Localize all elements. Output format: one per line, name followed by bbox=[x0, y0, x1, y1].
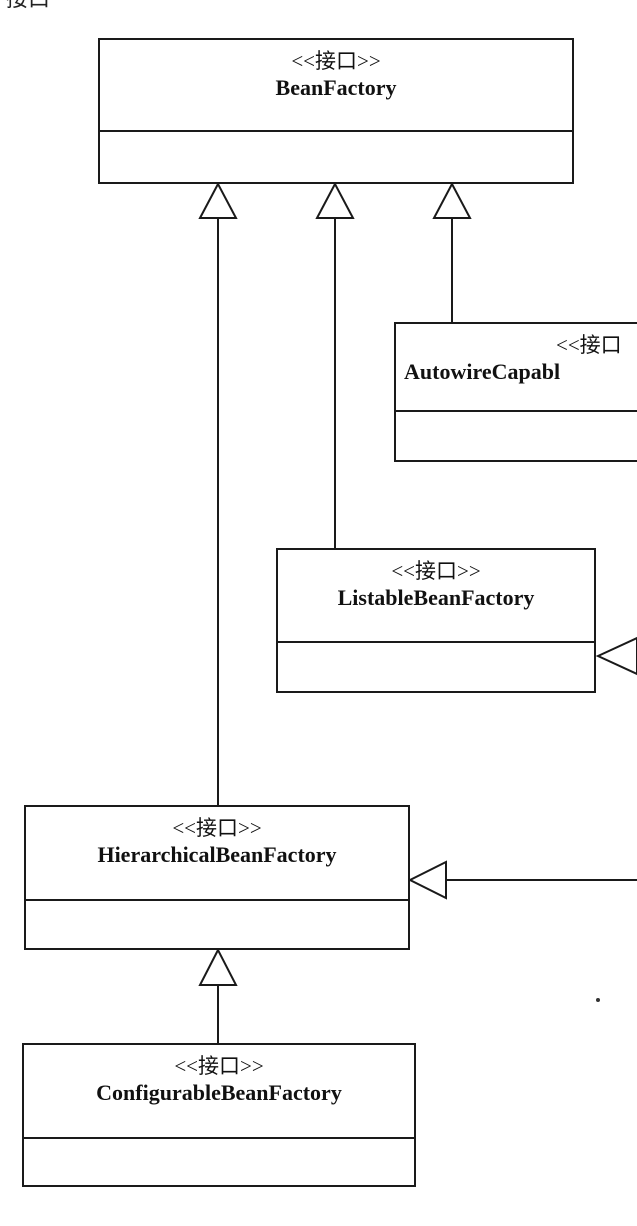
inheritance-arrowhead-icon bbox=[315, 181, 355, 219]
class-name: HierarchicalBeanFactory bbox=[97, 842, 337, 867]
stereotype-label: <<接口>> bbox=[174, 1054, 264, 1078]
class-name: ConfigurableBeanFactory bbox=[96, 1080, 342, 1105]
inheritance-arrowhead-icon bbox=[432, 181, 472, 219]
class-header: <<接口>> ListableBeanFactory bbox=[278, 550, 594, 643]
stereotype-label: <<接口 bbox=[556, 333, 622, 357]
class-box-listable: <<接口>> ListableBeanFactory bbox=[276, 548, 596, 693]
inheritance-arrowhead-icon bbox=[407, 860, 447, 900]
class-box-configurable: <<接口>> ConfigurableBeanFactory bbox=[22, 1043, 416, 1187]
class-header: <<接口>> ConfigurableBeanFactory bbox=[24, 1045, 414, 1139]
inheritance-arrowhead-icon bbox=[198, 947, 238, 986]
class-header: <<接口 AutowireCapabl bbox=[396, 324, 637, 412]
inheritance-arrowhead-icon bbox=[595, 636, 637, 676]
class-header: <<接口>> HierarchicalBeanFactory bbox=[26, 807, 408, 901]
class-box-hierarchical: <<接口>> HierarchicalBeanFactory bbox=[24, 805, 410, 950]
clipped-top-text: 接口 bbox=[0, 0, 50, 10]
speck bbox=[596, 998, 600, 1002]
class-header: <<接口>> BeanFactory bbox=[100, 40, 572, 132]
class-name: BeanFactory bbox=[275, 75, 397, 100]
class-box-beanfactory: <<接口>> BeanFactory bbox=[98, 38, 574, 184]
stereotype-label: <<接口>> bbox=[291, 49, 381, 73]
inheritance-arrowhead-icon bbox=[198, 181, 238, 219]
class-name: AutowireCapabl bbox=[404, 359, 561, 384]
class-box-autowirecapable: <<接口 AutowireCapabl bbox=[394, 322, 637, 462]
stereotype-label: <<接口>> bbox=[391, 559, 481, 583]
stereotype-label: <<接口>> bbox=[172, 816, 262, 840]
class-name: ListableBeanFactory bbox=[337, 585, 535, 610]
